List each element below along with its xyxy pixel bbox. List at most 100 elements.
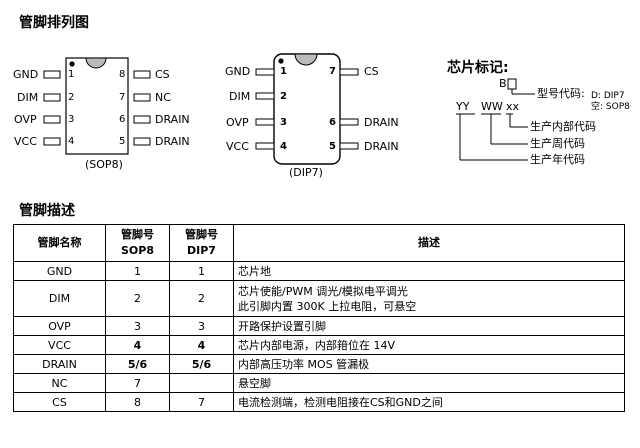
dip7-pin-label: DRAIN	[364, 116, 399, 129]
sop8-body	[65, 57, 129, 155]
dip7-pin-number: 1	[280, 66, 287, 77]
dip7-pin-label: DIM	[229, 90, 251, 103]
cell-description: 悬空脚	[233, 373, 625, 393]
table-row: CS 8 7 电流检测端，检测电阻接在CS和GND之间	[13, 392, 625, 412]
dip7-pin-label: CS	[364, 65, 379, 78]
marking-yy: YY	[456, 100, 470, 113]
sop8-lead-5	[133, 137, 151, 146]
sop8-lead-7	[133, 93, 151, 102]
cell-sop8: 7	[105, 373, 170, 393]
cell-dip7: 7	[169, 392, 234, 412]
cell-description: 芯片内部电源，内部箝位在 14V	[233, 335, 625, 355]
dip7-pin-number: 2	[280, 91, 287, 102]
dip7-pin-label: OVP	[226, 116, 249, 129]
dip7-lead-6	[339, 118, 359, 126]
cell-description: 芯片地	[233, 261, 625, 281]
sop8-lead-1	[43, 70, 61, 79]
sop8-pin1-dot	[69, 61, 75, 67]
marking-week-code: 生产周代码	[530, 137, 585, 150]
cell-sop8: 4	[105, 335, 170, 355]
description-line: 此引脚内置 300K 上拉电阻，可悬空	[238, 299, 417, 313]
cell-sop8: 5/6	[105, 354, 170, 374]
dip7-pin-label: GND	[225, 65, 251, 78]
sop8-pin-label: GND	[13, 68, 39, 81]
cell-pin-name: OVP	[13, 316, 106, 336]
marking-b-box	[507, 78, 517, 90]
marking-year-code: 生产年代码	[530, 153, 585, 166]
pinout-heading: 管脚排列图	[19, 15, 89, 31]
table-row: NC 7 悬空脚	[13, 373, 625, 393]
marking-title: 芯片标记:	[447, 60, 509, 76]
header-description: 描述	[233, 224, 625, 262]
marking-internal-code: 生产内部代码	[530, 120, 596, 133]
table-row: VCC 4 4 芯片内部电源，内部箝位在 14V	[13, 335, 625, 355]
sop8-package-diagram	[43, 57, 151, 155]
cell-pin-name: NC	[13, 373, 106, 393]
dip7-pin-label: VCC	[226, 140, 249, 153]
cell-dip7: 1	[169, 261, 234, 281]
cell-description: 芯片使能/PWM 调光/模拟电平调光 此引脚内置 300K 上拉电阻，可悬空	[233, 280, 625, 317]
table-row: DIM 2 2 芯片使能/PWM 调光/模拟电平调光 此引脚内置 300K 上拉…	[13, 280, 625, 317]
dip7-lead-5	[339, 142, 359, 150]
cell-description: 开路保护设置引脚	[233, 316, 625, 336]
cell-dip7: 2	[169, 280, 234, 317]
cell-sop8: 8	[105, 392, 170, 412]
sop8-pin-number: 6	[119, 114, 126, 125]
cell-description: 内部高压功率 MOS 管漏极	[233, 354, 625, 374]
marking-type-empty: 空: SOP8	[591, 102, 630, 112]
sop8-pin-number: 5	[119, 136, 126, 147]
dip7-lead-1	[255, 68, 275, 76]
sop8-lead-2	[43, 93, 61, 102]
cell-pin-name: DRAIN	[13, 354, 106, 374]
dip7-lead-7	[339, 68, 359, 76]
dip7-pin-number: 6	[329, 117, 336, 128]
cell-pin-name: DIM	[13, 280, 106, 317]
sop8-pin-number: 8	[119, 69, 126, 80]
cell-dip7: 3	[169, 316, 234, 336]
cell-pin-name: GND	[13, 261, 106, 281]
cell-sop8: 2	[105, 280, 170, 317]
sop8-pin-label: CS	[155, 68, 170, 81]
sop8-caption: (SOP8)	[85, 158, 123, 171]
dip7-pin1-dot	[278, 58, 284, 64]
dip7-pin-number: 7	[329, 66, 336, 77]
sop8-pin-number: 1	[68, 69, 75, 80]
sop8-pin-label: VCC	[14, 135, 37, 148]
sop8-pin-label: NC	[155, 91, 171, 104]
sop8-pin-label: DIM	[17, 91, 39, 104]
dip7-lead-2	[255, 92, 275, 100]
dip7-caption: (DIP7)	[289, 166, 323, 179]
sop8-pin-number: 4	[68, 136, 75, 147]
cell-sop8: 1	[105, 261, 170, 281]
description-heading: 管脚描述	[19, 203, 75, 219]
cell-description: 电流检测端，检测电阻接在CS和GND之间	[233, 392, 625, 412]
dip7-pin-label: DRAIN	[364, 140, 399, 153]
dip7-pin-number: 5	[329, 141, 336, 152]
marking-xx: xx	[506, 100, 520, 113]
sop8-pin-label: DRAIN	[155, 113, 190, 126]
cell-pin-name: CS	[13, 392, 106, 412]
sop8-pin-number: 7	[119, 92, 126, 103]
table-row: OVP 3 3 开路保护设置引脚	[13, 316, 625, 336]
marking-type-code: 型号代码:	[537, 87, 585, 100]
description-line: 芯片使能/PWM 调光/模拟电平调光	[238, 284, 408, 298]
sop8-pin-number: 3	[68, 114, 75, 125]
marking-ww: WW	[481, 100, 503, 113]
dip7-notch	[294, 53, 318, 66]
sop8-pin-label: OVP	[14, 113, 37, 126]
sop8-lead-8	[133, 70, 151, 79]
marking-leader-lines	[456, 78, 535, 161]
cell-dip7: 5/6	[169, 354, 234, 374]
cell-sop8: 3	[105, 316, 170, 336]
sop8-pin-number: 2	[68, 92, 75, 103]
cell-dip7: 4	[169, 335, 234, 355]
cell-dip7	[169, 373, 234, 393]
dip7-package-diagram	[255, 53, 359, 165]
sop8-notch	[85, 57, 107, 69]
dip7-pin-number: 4	[280, 141, 287, 152]
dip7-lead-3	[255, 118, 275, 126]
